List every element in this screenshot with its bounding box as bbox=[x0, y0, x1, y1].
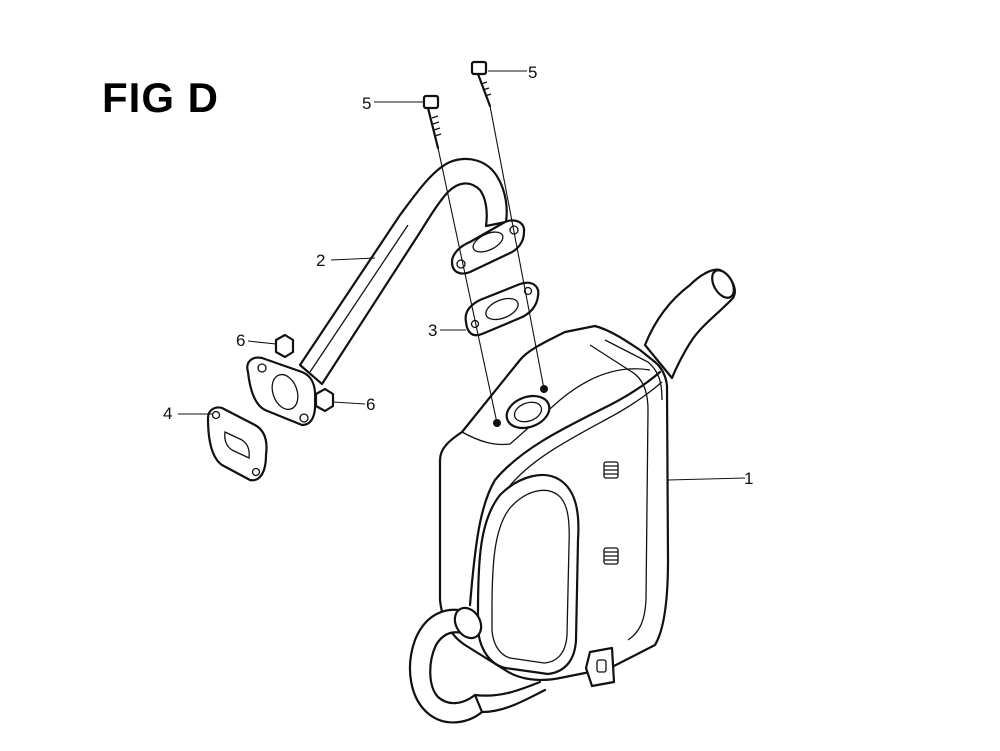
callout-nut-lower: 6 bbox=[366, 395, 375, 414]
assembly-center-lines bbox=[437, 105, 545, 424]
bolt-left-part[interactable] bbox=[422, 94, 442, 150]
figure-title: FIG D bbox=[102, 74, 219, 121]
lower-gasket-part[interactable] bbox=[206, 406, 268, 482]
callout-nut-upper: 6 bbox=[236, 331, 245, 350]
nut-lower-part[interactable] bbox=[314, 387, 335, 413]
callout-muffler: 1 bbox=[744, 469, 753, 488]
callout-bolt-left: 5 bbox=[362, 94, 371, 113]
callout-bolt-right: 5 bbox=[528, 63, 537, 82]
nut-upper-part[interactable] bbox=[274, 333, 295, 359]
exhaust-pipe-part[interactable] bbox=[246, 157, 526, 427]
muffler-part[interactable] bbox=[408, 267, 738, 724]
upper-gasket-part[interactable] bbox=[464, 281, 540, 337]
callout-exhaust-pipe: 2 bbox=[316, 251, 325, 270]
callout-lower-gasket: 4 bbox=[163, 404, 172, 423]
leader-lines bbox=[178, 70, 746, 481]
bolt-right-part[interactable] bbox=[470, 60, 492, 108]
callout-upper-gasket: 3 bbox=[428, 321, 437, 340]
